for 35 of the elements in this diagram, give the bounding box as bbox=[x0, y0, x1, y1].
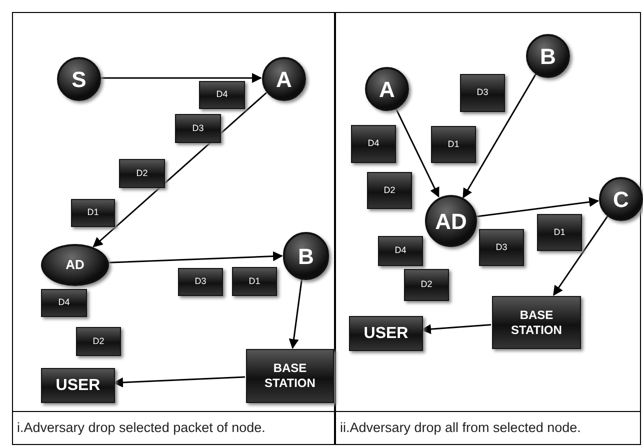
diagram-panel bbox=[12, 12, 335, 445]
base-station-box: BASE STATION bbox=[246, 349, 334, 403]
panel-label: i.Adversary drop selected packet of node. bbox=[17, 418, 266, 437]
packet-box: D4 bbox=[378, 236, 423, 266]
packet-box: D3 bbox=[479, 229, 524, 266]
packet-box: D3 bbox=[460, 74, 505, 112]
packet-box: D2 bbox=[76, 327, 121, 356]
packet-box: D3 bbox=[175, 114, 221, 143]
arrow bbox=[100, 73, 262, 83]
packet-box: D3 bbox=[178, 268, 223, 296]
packet-box: D4 bbox=[41, 289, 87, 317]
packet-box: D1 bbox=[71, 199, 115, 227]
packet-box: D4 bbox=[351, 125, 396, 163]
packet-box: D2 bbox=[119, 159, 165, 188]
arrow bbox=[476, 197, 600, 218]
user-box: USER bbox=[349, 316, 423, 351]
packet-box: D2 bbox=[404, 269, 449, 301]
base-station-box: BASE STATION bbox=[492, 296, 581, 349]
arrow bbox=[553, 216, 608, 296]
arrow bbox=[288, 278, 303, 349]
panel-label: ii.Adversary drop all from selected node. bbox=[340, 418, 581, 437]
user-box: USER bbox=[41, 368, 115, 403]
arrow bbox=[462, 74, 536, 198]
arrow bbox=[421, 324, 492, 334]
arrow bbox=[108, 251, 284, 264]
packet-box: D1 bbox=[232, 267, 277, 296]
arrow bbox=[92, 92, 268, 248]
adversary-ellipse: AD bbox=[41, 244, 109, 286]
packet-box: D1 bbox=[537, 214, 582, 251]
arrow bbox=[394, 107, 440, 198]
packet-box: D1 bbox=[431, 126, 476, 163]
packet-box: D4 bbox=[199, 81, 245, 109]
arrow bbox=[113, 376, 246, 388]
diagram-panel bbox=[335, 12, 641, 445]
packet-box: D2 bbox=[367, 172, 412, 209]
